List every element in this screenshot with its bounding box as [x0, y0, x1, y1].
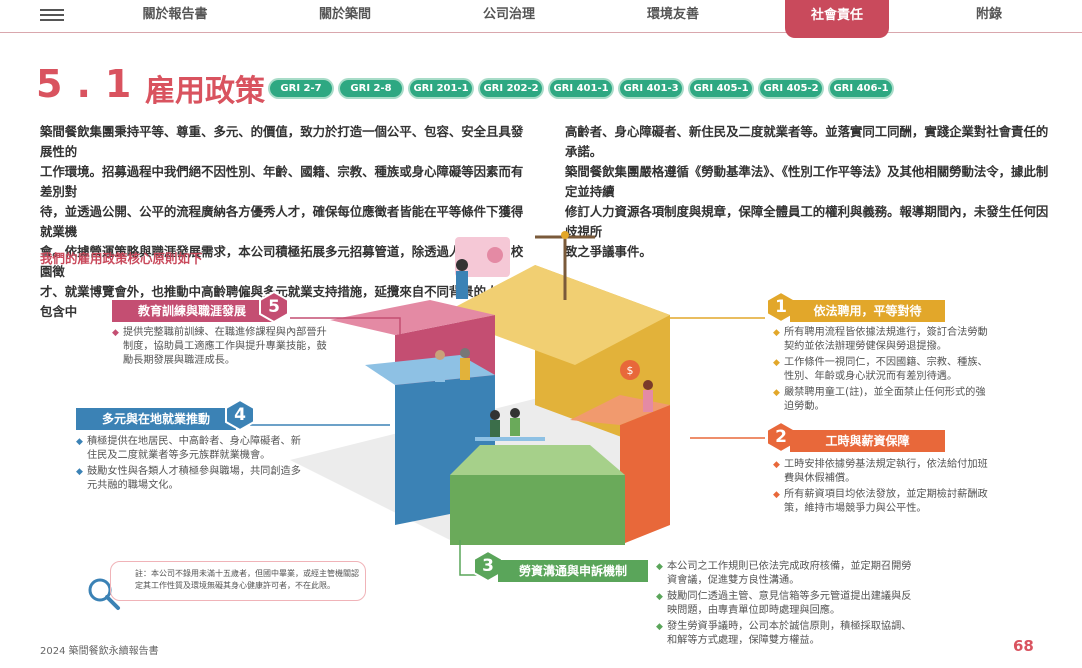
list-item: ◆ 所有聘用流程皆依據法規進行，簽訂合法勞動契約並依法辦理勞健保與勞退提撥。 — [773, 326, 988, 354]
footnote-box: 註：本公司不錄用未滿十五歲者，但國中畢業，或經主管機關認定其工作性質及環境無礙其… — [110, 561, 366, 601]
principle-2-number: 2 — [775, 427, 787, 447]
diamond-bullet-icon: ◆ — [773, 358, 780, 368]
magnifier-icon — [88, 578, 120, 610]
gri-tag: GRI 2-7 — [270, 80, 332, 97]
diamond-bullet-icon: ◆ — [773, 388, 780, 398]
list-item: ◆ 鼓勵同仁透過主管、意見信箱等多元管道提出建議與反映問題，由專責單位即時處理與回… — [656, 590, 921, 618]
gri-tag: GRI 202-2 — [480, 80, 542, 97]
hexagon-icon — [225, 398, 255, 432]
gri-tag: GRI 401-3 — [620, 80, 682, 97]
tab-appendix[interactable]: 附錄 — [975, 7, 1002, 22]
diamond-bullet-icon: ◆ — [112, 328, 119, 338]
list-item: ◆ 所有薪資項目均依法發放，並定期檢討薪酬政策，維持市場競爭力與公平性。 — [773, 488, 988, 516]
tab-about-company[interactable]: 關於築間 — [318, 7, 371, 22]
list-item: ◆ 提供完整職前訓練、在職進修課程與內部晉升制度，協助員工適應工作與提升專業技能，… — [112, 326, 327, 368]
bullet-text: 積極提供在地居民、中高齡者、身心障礙者、新住民及二度就業者等多元族群就業機會。 — [87, 436, 301, 461]
list-item: ◆ 工作條件一視同仁，不因國籍、宗教、種族、性別、年齡或身心狀況而有差別待遇。 — [773, 356, 988, 384]
intro-line: 修訂人力資源各項制度與規章，保障全體員工的權利與義務。報導期間內，未發生任何因歧… — [565, 204, 1049, 239]
svg-text:$: $ — [627, 364, 634, 377]
intro-line: 會。依據營運策略與職涯發展需求，本公司積極拓展多元招募管道，除透過人力銀行、校園… — [40, 244, 524, 279]
diamond-bullet-icon: ◆ — [773, 328, 780, 338]
bullet-text: 提供完整職前訓練、在職進修課程與內部晉升制度，協助員工適應工作與提升專業技能，鼓… — [123, 327, 327, 366]
tab-about-report[interactable]: 關於報告書 — [142, 7, 208, 22]
hexagon-icon — [259, 290, 289, 324]
list-item: ◆ 本公司之工作規則已依法完成政府核備，並定期召開勞資會議，促進雙方良性溝通。 — [656, 560, 921, 588]
principle-4-number-badge: 4 — [224, 398, 256, 432]
bullet-text: 本公司之工作規則已依法完成政府核備，並定期召開勞資會議，促進雙方良性溝通。 — [667, 561, 912, 586]
principle-1-title: 依法聘用，平等對待 — [790, 300, 945, 322]
intro-line: 築間餐飲集團秉持平等、尊重、多元、的價值，致力於打造一個公平、包容、安全且具發展… — [40, 124, 524, 159]
principle-1-bullets: ◆ 所有聘用流程皆依據法規進行，簽訂合法勞動契約並依法辦理勞健保與勞退提撥。 ◆ 工… — [773, 326, 988, 416]
gri-tag: GRI 401-1 — [550, 80, 612, 97]
principle-3-number: 3 — [482, 556, 494, 576]
list-item: ◆ 嚴禁聘用童工(註)，並全面禁止任何形式的強迫勞動。 — [773, 386, 988, 414]
bullet-text: 鼓勵女性與各類人才積極參與職場，共同創造多元共融的職場文化。 — [87, 466, 301, 491]
diamond-bullet-icon: ◆ — [656, 592, 663, 602]
principle-5-number-badge: 5 — [258, 290, 290, 324]
diamond-bullet-icon: ◆ — [76, 467, 83, 477]
gri-tag: GRI 2-8 — [340, 80, 402, 97]
intro-line: 才、就業博覽會外，也推動中高齡聘僱與多元就業支持措施，延攬來自不同背景的人才，包… — [40, 284, 524, 319]
intro-line: 築間餐飲集團嚴格遵循《勞動基準法》、《性別工作平等法》及其他相關勞動法令，據此制… — [565, 164, 1049, 199]
gri-tag: GRI 405-1 — [690, 80, 752, 97]
employment-policy-illustration: $ — [290, 231, 670, 545]
intro-line: 工作環境。招募過程中我們絕不因性別、年齡、國籍、宗教、種族或身心障礙等因素而有差… — [40, 164, 524, 199]
page-number: 68 — [1013, 637, 1034, 655]
bullet-text: 發生勞資爭議時，公司本於誠信原則，積極採取協調、和解等方式處理，保障雙方權益。 — [667, 621, 912, 646]
intro-line: 致之爭議事件。 — [565, 244, 652, 259]
list-item: ◆ 積極提供在地居民、中高齡者、身心障礙者、新住民及二度就業者等多元族群就業機會。 — [76, 435, 306, 463]
diamond-bullet-icon: ◆ — [773, 490, 780, 500]
tab-governance[interactable]: 公司治理 — [482, 7, 535, 22]
diamond-bullet-icon: ◆ — [76, 437, 83, 447]
bullet-text: 嚴禁聘用童工(註)，並全面禁止任何形式的強迫勞動。 — [784, 387, 986, 412]
principle-5-bullets: ◆ 提供完整職前訓練、在職進修課程與內部晉升制度，協助員工適應工作與提升專業技能，… — [112, 326, 327, 370]
principle-3-number-badge: 3 — [472, 549, 504, 583]
bullet-text: 鼓勵同仁透過主管、意見信箱等多元管道提出建議與反映問題，由專責單位即時處理與回應… — [667, 591, 912, 616]
bullet-text: 所有薪資項目均依法發放，並定期檢討薪酬政策，維持市場競爭力與公平性。 — [784, 489, 988, 514]
intro-line: 待，並透過公開、公平的流程廣納各方優秀人才，確保每位應徵者皆能在平等條件下獲得就… — [40, 204, 524, 239]
section-title: 雇用政策 — [145, 74, 265, 109]
principle-4-bullets: ◆ 積極提供在地居民、中高齡者、身心障礙者、新住民及二度就業者等多元族群就業機會。… — [76, 435, 306, 495]
gri-tag: GRI 405-2 — [760, 80, 822, 97]
tab-social[interactable]: 社會責任 — [785, 0, 889, 38]
diamond-bullet-icon: ◆ — [656, 622, 663, 632]
hexagon-icon — [473, 549, 503, 583]
principle-2-bullets: ◆ 工時安排依據勞基法規定執行，依法給付加班費與休假補償。 ◆ 所有薪資項目均依法發… — [773, 458, 988, 518]
principle-4-title: 多元與在地就業推動 — [76, 408, 236, 430]
intro-line: 高齡者、身心障礙者、新住民及二度就業者等。並落實同工同酬，實踐企業對社會責任的承… — [565, 124, 1049, 159]
gri-tag: GRI 201-1 — [410, 80, 472, 97]
principles-subheading: 我們的雇用政策核心原則如下 — [40, 251, 203, 266]
list-item: ◆ 發生勞資爭議時，公司本於誠信原則，積極採取協調、和解等方式處理，保障雙方權益。 — [656, 620, 921, 648]
footnote-text: 註：本公司不錄用未滿十五歲者，但國中畢業，或經主管機關認定其工作性質及環境無礙其… — [135, 569, 359, 590]
top-navigation: 關於報告書 關於築間 公司治理 環境友善 社會責任 附錄 — [0, 0, 1082, 38]
intro-left: 築間餐飲集團秉持平等、尊重、多元、的價值，致力於打造一個公平、包容、安全且具發展… — [40, 122, 530, 322]
intro-right: 高齡者、身心障礙者、新住民及二度就業者等。並落實同工同酬，實踐企業對社會責任的承… — [565, 122, 1055, 262]
tab-environment[interactable]: 環境友善 — [646, 7, 699, 22]
bullet-text: 工作條件一視同仁，不因國籍、宗教、種族、性別、年齡或身心狀況而有差別待遇。 — [784, 357, 988, 382]
principle-3-title: 勞資溝通與申訴機制 — [498, 560, 648, 582]
section-number: 5.1 — [36, 62, 146, 106]
gri-tag: GRI 406-1 — [830, 80, 892, 97]
bullet-text: 所有聘用流程皆依據法規進行，簽訂合法勞動契約並依法辦理勞健保與勞退提撥。 — [784, 327, 988, 352]
diamond-bullet-icon: ◆ — [773, 460, 780, 470]
bullet-text: 工時安排依據勞基法規定執行，依法給付加班費與休假補償。 — [784, 459, 988, 484]
list-item: ◆ 鼓勵女性與各類人才積極參與職場，共同創造多元共融的職場文化。 — [76, 465, 306, 493]
principle-1-number: 1 — [775, 297, 787, 317]
principle-2-title: 工時與薪資保障 — [790, 430, 945, 452]
principle-5-number: 5 — [268, 297, 280, 317]
list-item: ◆ 工時安排依據勞基法規定執行，依法給付加班費與休假補償。 — [773, 458, 988, 486]
principle-5-title: 教育訓練與職涯發展 — [112, 300, 272, 322]
principle-4-number: 4 — [234, 405, 246, 425]
menu-icon[interactable] — [40, 9, 64, 23]
principle-3-bullets: ◆ 本公司之工作規則已依法完成政府核備，並定期召開勞資會議，促進雙方良性溝通。 ◆… — [656, 560, 921, 650]
diamond-bullet-icon: ◆ — [656, 562, 663, 572]
report-name: 2024 築間餐飲永續報告書 — [40, 646, 159, 657]
